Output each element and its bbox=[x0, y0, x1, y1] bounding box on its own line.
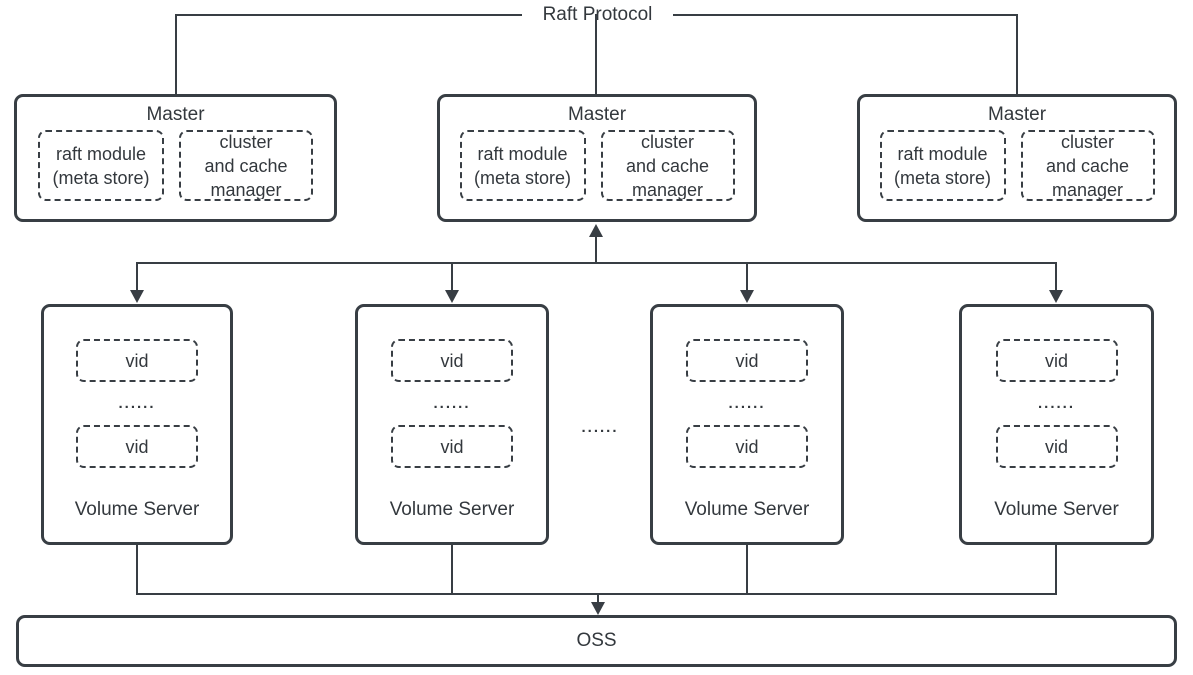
cluster-label-line2: and cache bbox=[204, 155, 288, 176]
vid-box: vid bbox=[995, 425, 1118, 468]
raft-module-label-line1: raft module bbox=[477, 143, 568, 164]
oss-arrow-line bbox=[597, 593, 599, 603]
raft-module-label-line2: (meta store) bbox=[893, 167, 992, 188]
oss-arrow-head-icon bbox=[591, 602, 605, 615]
raft-module-box: raft module (meta store) bbox=[879, 130, 1006, 201]
vid-box: vid bbox=[686, 339, 808, 382]
master-box-1: Master raft module (meta store) cluster … bbox=[14, 94, 337, 222]
volume-server-label: Volume Server bbox=[684, 499, 810, 520]
down-arrow-head-icon-vs3 bbox=[740, 290, 754, 303]
cluster-label-line3: manager bbox=[210, 179, 282, 200]
vid-ellipsis: ...... bbox=[728, 395, 766, 412]
raft-module-box: raft module (meta store) bbox=[459, 130, 586, 201]
volume-server-label: Volume Server bbox=[74, 499, 200, 520]
vid-box: vid bbox=[391, 339, 513, 382]
vid-box: vid bbox=[76, 339, 198, 382]
master-title: Master bbox=[567, 104, 627, 125]
volume-server-box-2: vid ...... vid Volume Server bbox=[355, 304, 549, 545]
master-title: Master bbox=[987, 104, 1047, 125]
master-box-2: Master raft module (meta store) cluster … bbox=[437, 94, 757, 222]
raft-drop-line-master3 bbox=[1016, 14, 1018, 94]
vid-box: vid bbox=[686, 425, 808, 468]
cluster-cache-manager-box: cluster and cache manager bbox=[1020, 130, 1155, 201]
raft-line-right bbox=[673, 14, 1017, 16]
down-arrow-head-icon-vs1 bbox=[130, 290, 144, 303]
vid-box: vid bbox=[391, 425, 513, 468]
volume-server-label: Volume Server bbox=[389, 499, 515, 520]
down-arrow-head-icon-vs4 bbox=[1049, 290, 1063, 303]
cluster-cache-manager-box: cluster and cache manager bbox=[179, 130, 313, 201]
vid-ellipsis: ...... bbox=[1037, 395, 1075, 412]
down-arrow-head-icon-vs2 bbox=[445, 290, 459, 303]
vs2-oss-stub-line bbox=[451, 544, 453, 595]
servers-ellipsis: ...... bbox=[581, 419, 619, 436]
vs1-oss-stub-line bbox=[136, 544, 138, 595]
raft-module-label-line1: raft module bbox=[55, 143, 147, 164]
down-arrow-line-vs1 bbox=[136, 262, 138, 291]
cluster-label-line2: and cache bbox=[625, 155, 710, 176]
volume-server-box-1: vid ...... vid Volume Server bbox=[41, 304, 233, 545]
cluster-label-line3: manager bbox=[631, 179, 704, 200]
raft-module-label-line1: raft module bbox=[897, 143, 988, 164]
raft-drop-line-master1 bbox=[175, 14, 177, 94]
raft-drop-line-master2 bbox=[595, 14, 597, 94]
cluster-label-line1: cluster bbox=[219, 131, 273, 152]
vs3-oss-stub-line bbox=[746, 544, 748, 595]
cluster-label-line1: cluster bbox=[1060, 131, 1114, 152]
down-arrow-line-vs3 bbox=[746, 262, 748, 291]
raft-module-box: raft module (meta store) bbox=[38, 130, 164, 201]
up-arrow-line bbox=[595, 237, 597, 264]
volume-server-box-4: vid ...... vid Volume Server bbox=[959, 304, 1154, 545]
oss-label: OSS bbox=[576, 630, 617, 651]
down-arrow-line-vs2 bbox=[451, 262, 453, 291]
raft-protocol-label: Raft Protocol bbox=[522, 4, 673, 26]
vs4-oss-stub-line bbox=[1055, 544, 1057, 595]
raft-module-label-line2: (meta store) bbox=[473, 167, 572, 188]
volume-server-label: Volume Server bbox=[994, 499, 1119, 520]
oss-box: OSS bbox=[16, 615, 1177, 667]
vs-oss-connector-line bbox=[136, 593, 1057, 595]
up-arrow-head-icon bbox=[589, 224, 603, 237]
cluster-label-line2: and cache bbox=[1045, 155, 1130, 176]
cluster-label-line1: cluster bbox=[640, 131, 694, 152]
vid-ellipsis: ...... bbox=[433, 395, 471, 412]
master-box-3: Master raft module (meta store) cluster … bbox=[857, 94, 1177, 222]
master-title: Master bbox=[146, 104, 205, 125]
down-arrow-line-vs4 bbox=[1055, 262, 1057, 291]
cluster-label-line3: manager bbox=[1051, 179, 1124, 200]
cluster-cache-manager-box: cluster and cache manager bbox=[600, 130, 735, 201]
raft-line-left bbox=[175, 14, 522, 16]
vid-box: vid bbox=[995, 339, 1118, 382]
raft-module-label-line2: (meta store) bbox=[52, 167, 150, 188]
volume-server-box-3: vid ...... vid Volume Server bbox=[650, 304, 844, 545]
vid-ellipsis: ...... bbox=[118, 395, 156, 412]
vid-box: vid bbox=[76, 425, 198, 468]
